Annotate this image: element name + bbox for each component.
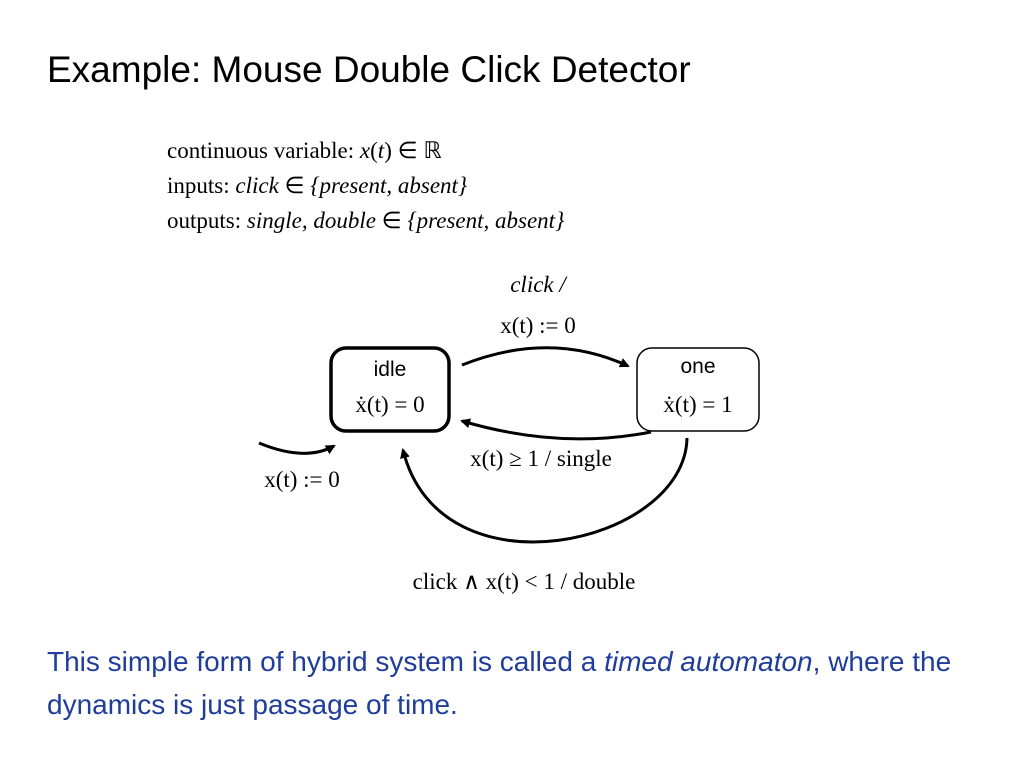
caption-part1: This simple form of hybrid system is cal…	[47, 646, 605, 677]
transition-idle-to-one-action: x(t) := 0	[500, 313, 576, 338]
transition-single-label: x(t) ≥ 1 / single	[470, 446, 612, 471]
state-one-name: one	[680, 355, 715, 378]
inputs-set: {present, absent}	[310, 173, 468, 198]
outputs-line: outputs: single, double ∈ {present, abse…	[167, 208, 565, 233]
declarations: continuous variable: x(t) ∈ ℝ inputs: cl…	[167, 133, 564, 238]
slide-title: Example: Mouse Double Click Detector	[47, 49, 691, 90]
continuous-rest: ) ∈ ℝ	[384, 138, 442, 163]
transition-double-label: click ∧ x(t) < 1 / double	[413, 569, 636, 594]
state-one: one ẋ(t) = 1	[636, 347, 760, 432]
inputs-line: inputs: click ∈ {present, absent}	[167, 173, 468, 198]
caption-emphasis: timed automaton	[604, 646, 813, 677]
initial-transition-arrow	[258, 441, 336, 455]
transition-double-arrow	[400, 437, 689, 544]
state-one-box	[636, 347, 760, 432]
continuous-label: continuous variable:	[167, 138, 355, 163]
inputs-signal: click	[235, 173, 279, 198]
continuous-arg: t	[377, 138, 385, 163]
initial-transition-label: x(t) := 0	[264, 467, 340, 492]
outputs-label: outputs:	[167, 208, 242, 233]
state-idle-box	[329, 346, 451, 433]
continuous-variable-line: continuous variable: x(t) ∈ ℝ	[167, 138, 442, 163]
transition-idle-to-one-arrow	[461, 346, 630, 368]
transition-idle-to-one-guard: click /	[510, 272, 568, 297]
inputs-label: inputs:	[167, 173, 230, 198]
state-idle-dynamics: ẋ(t) = 0	[355, 392, 424, 417]
transition-single-arrow	[460, 418, 652, 441]
state-idle: idle ẋ(t) = 0	[329, 346, 451, 433]
state-one-dynamics: ẋ(t) = 1	[663, 392, 732, 417]
caption: This simple form of hybrid system is cal…	[47, 640, 987, 726]
outputs-set: {present, absent}	[407, 208, 565, 233]
caption-part2: , where the dynamics is just passage of …	[47, 646, 952, 720]
continuous-var: x	[359, 138, 371, 163]
outputs-signals: single, double	[246, 208, 376, 233]
state-idle-name: idle	[374, 358, 407, 381]
